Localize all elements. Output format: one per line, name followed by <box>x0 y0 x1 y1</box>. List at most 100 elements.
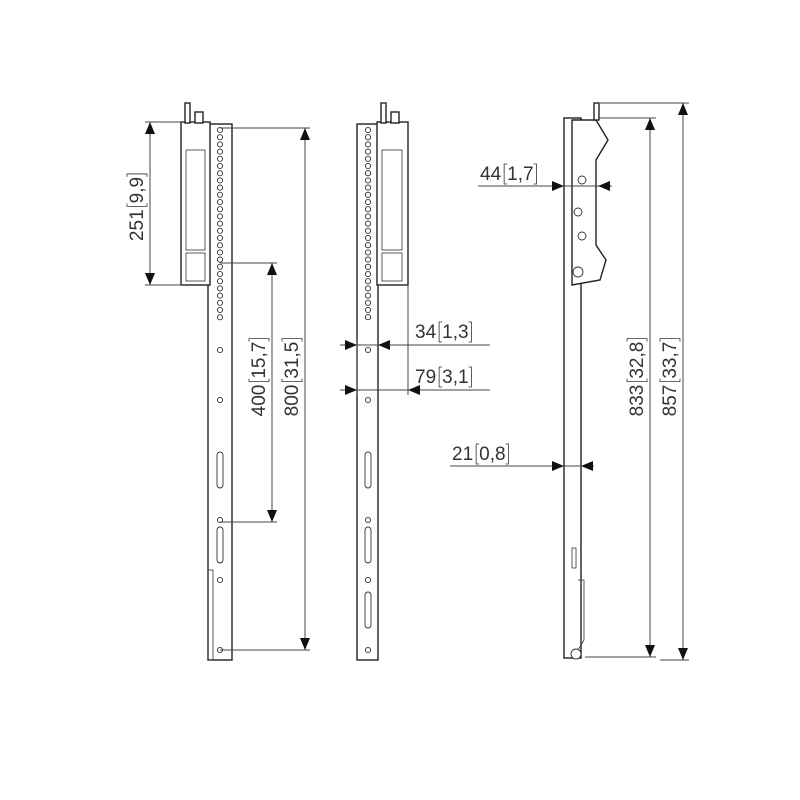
rail-hole <box>216 396 224 404</box>
bracket-mark <box>438 321 472 343</box>
dimension-inch: 1,3 <box>442 322 468 343</box>
dimension-mm: 857 <box>660 385 681 417</box>
rail-hole <box>216 249 224 256</box>
rail-hole <box>216 263 224 270</box>
slot <box>364 526 372 564</box>
rail-hole <box>216 292 224 299</box>
bracket-mark <box>475 443 509 465</box>
rail-hole <box>216 285 224 292</box>
rail-hole <box>216 148 224 155</box>
rail-hole <box>216 191 224 198</box>
rail-hole <box>364 191 372 198</box>
rail-hole <box>364 141 372 148</box>
dimension-mm: 21 <box>452 444 473 465</box>
rail-hole <box>364 576 372 584</box>
rail-hole <box>216 126 224 134</box>
rail-hole <box>216 213 224 220</box>
dimension-inch: 0,8 <box>479 444 505 465</box>
side-rail-holes <box>364 126 372 654</box>
dimension-mm: 800 <box>282 385 303 417</box>
rail-hole <box>364 263 372 270</box>
dimension-mm: 400 <box>249 385 270 417</box>
dimension-inch: 32,8 <box>627 342 648 379</box>
slot <box>364 451 372 489</box>
rail-hole <box>364 256 372 263</box>
rail-hole <box>364 346 372 354</box>
rail-hole <box>216 234 224 242</box>
rail-hole <box>364 285 372 292</box>
rail-hole <box>364 220 372 227</box>
dimension-inch: 31,5 <box>282 342 303 379</box>
front-mount-bracket <box>180 121 211 286</box>
rail-hole <box>216 314 224 321</box>
rail-hole <box>216 177 224 184</box>
rail-hole <box>364 292 372 299</box>
dimension-mm: 34 <box>415 322 437 343</box>
rail-hole <box>216 155 224 162</box>
front-rail-holes <box>216 126 224 654</box>
rail-hole <box>364 162 372 170</box>
rail-hole <box>216 227 224 234</box>
rail-hole <box>216 170 224 177</box>
slot <box>364 591 372 629</box>
rail-hole <box>216 278 224 285</box>
rail-hole <box>364 249 372 256</box>
rail-hole <box>216 516 224 524</box>
rail-hole <box>364 198 372 206</box>
dimension-mm: 79 <box>415 367 436 388</box>
rail-hole <box>364 206 372 213</box>
rail-hole <box>216 162 224 170</box>
rail-hole <box>216 299 224 306</box>
profile-view <box>563 102 609 660</box>
dimension-inch: 1,7 <box>507 164 533 185</box>
rail-hole <box>364 184 372 191</box>
bracket-mark <box>626 338 648 383</box>
dimension-mm: 833 <box>627 385 648 417</box>
rail-hole <box>364 213 372 220</box>
profile-bracket <box>571 119 609 286</box>
bracket-mark <box>438 366 472 388</box>
rail-hole <box>364 270 372 278</box>
rail-hole <box>364 126 372 134</box>
bracket-mark <box>281 338 303 383</box>
bracket-mark <box>659 338 681 383</box>
front-rail <box>207 123 233 661</box>
rail-hole <box>364 314 372 321</box>
bolt <box>184 102 191 124</box>
dimension-label-side-length: 833 32,8 <box>626 338 648 417</box>
rail-hole <box>364 227 372 234</box>
rail-hole <box>216 141 224 148</box>
bracket-mark <box>503 163 537 185</box>
front-view <box>180 102 233 661</box>
dimension-mm: 251 <box>127 209 148 241</box>
rail-hole <box>216 242 224 249</box>
dimension-lines <box>145 102 689 661</box>
rail-hole <box>364 242 372 249</box>
bracket-mark <box>126 173 148 207</box>
rail-hole <box>364 306 372 314</box>
rail-hole <box>216 270 224 278</box>
dimension-label-rail-length: 800 31,5 <box>281 338 303 417</box>
rail-hole <box>364 516 372 524</box>
rail-hole <box>216 346 224 354</box>
rail-hole <box>364 177 372 184</box>
side-view <box>356 102 409 661</box>
rail-hole <box>216 220 224 227</box>
slot <box>216 451 224 489</box>
rail-hole <box>216 306 224 314</box>
rail-hole <box>216 184 224 191</box>
rail-hole <box>364 299 372 306</box>
rail-hole <box>364 170 372 177</box>
rail-hole <box>216 198 224 206</box>
dimension-mm: 44 <box>480 164 502 185</box>
rail-hole <box>364 646 372 654</box>
